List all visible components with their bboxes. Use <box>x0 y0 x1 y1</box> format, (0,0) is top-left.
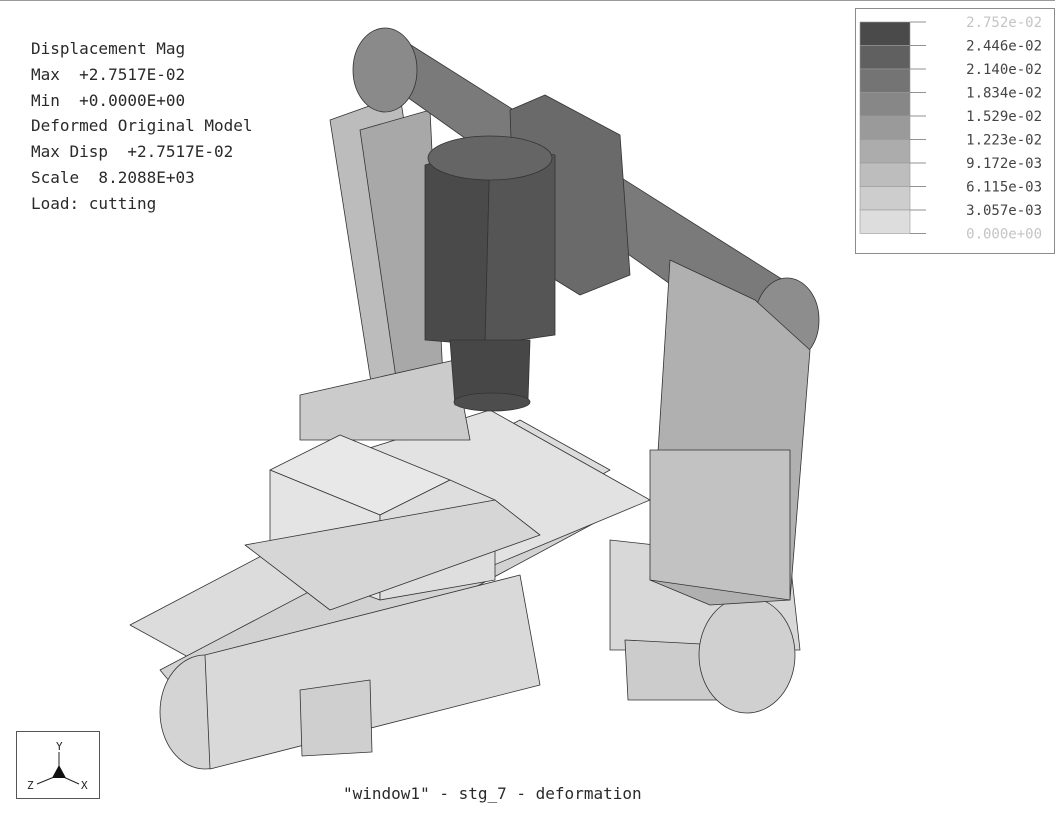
info-min-value: Min +0.0000E+00 <box>31 90 186 110</box>
legend-swatch <box>859 162 911 187</box>
triad-y-label: Y <box>56 740 63 753</box>
spindle-head-top <box>427 135 553 181</box>
info-max-value: Max +2.7517E-02 <box>31 64 186 84</box>
legend-swatch <box>859 68 911 93</box>
contour-legend: 2.752e-02 2.446e-02 2.140e-02 1.834e-02 1.52… <box>855 8 1055 254</box>
info-scale: Scale 8.2088E+03 <box>31 167 195 187</box>
legend-swatch <box>859 115 911 140</box>
contour-legend-graphic: 2.752e-02 2.446e-02 2.140e-02 1.834e-02 1.52… <box>859 15 1042 243</box>
legend-label: 1.834e-02 <box>966 86 1042 102</box>
worktable <box>244 499 541 611</box>
legend-label: 3.057e-03 <box>966 203 1042 219</box>
front-left-roller-body <box>204 574 541 770</box>
spindle-tip <box>453 392 531 412</box>
legend-swatch <box>859 139 911 164</box>
legend-label: 9.172e-03 <box>966 156 1042 172</box>
info-load-case: Load: cutting <box>31 193 157 213</box>
legend-swatch <box>859 21 911 46</box>
info-display-mode: Deformed Original Model <box>31 116 253 136</box>
legend-swatch <box>859 45 911 70</box>
legend-label: 0.000e+00 <box>966 227 1042 243</box>
triad-z-label: Z <box>27 779 34 792</box>
triad-origin-marker <box>52 765 66 778</box>
right-roller <box>698 596 796 714</box>
left-column-base <box>299 359 471 441</box>
top-beam-left-end <box>352 27 418 113</box>
info-max-disp: Max Disp +2.7517E-02 <box>31 142 234 162</box>
result-info-panel: Displacement Mag Max +2.7517E-02 Min +0.… <box>31 36 253 217</box>
legend-label: 2.752e-02 <box>966 15 1042 31</box>
window-caption: "window1" - stg_7 - deformation <box>343 784 642 803</box>
legend-label: 1.529e-02 <box>966 109 1042 125</box>
right-column-lower <box>649 449 791 601</box>
front-left-foot <box>299 679 373 757</box>
legend-label: 2.140e-02 <box>966 62 1042 78</box>
triad-graphic: Y Z X <box>27 740 88 792</box>
info-result-type: Displacement Mag <box>31 39 186 58</box>
triad-x-label: X <box>81 779 88 792</box>
legend-label: 6.115e-03 <box>966 180 1042 196</box>
legend-swatch <box>859 209 911 234</box>
legend-swatch <box>859 186 911 211</box>
top-border-line <box>0 0 1055 1</box>
legend-label: 2.446e-02 <box>966 39 1042 55</box>
legend-swatch <box>859 92 911 117</box>
legend-label: 1.223e-02 <box>966 133 1042 149</box>
orientation-triad: Y Z X <box>16 731 100 799</box>
